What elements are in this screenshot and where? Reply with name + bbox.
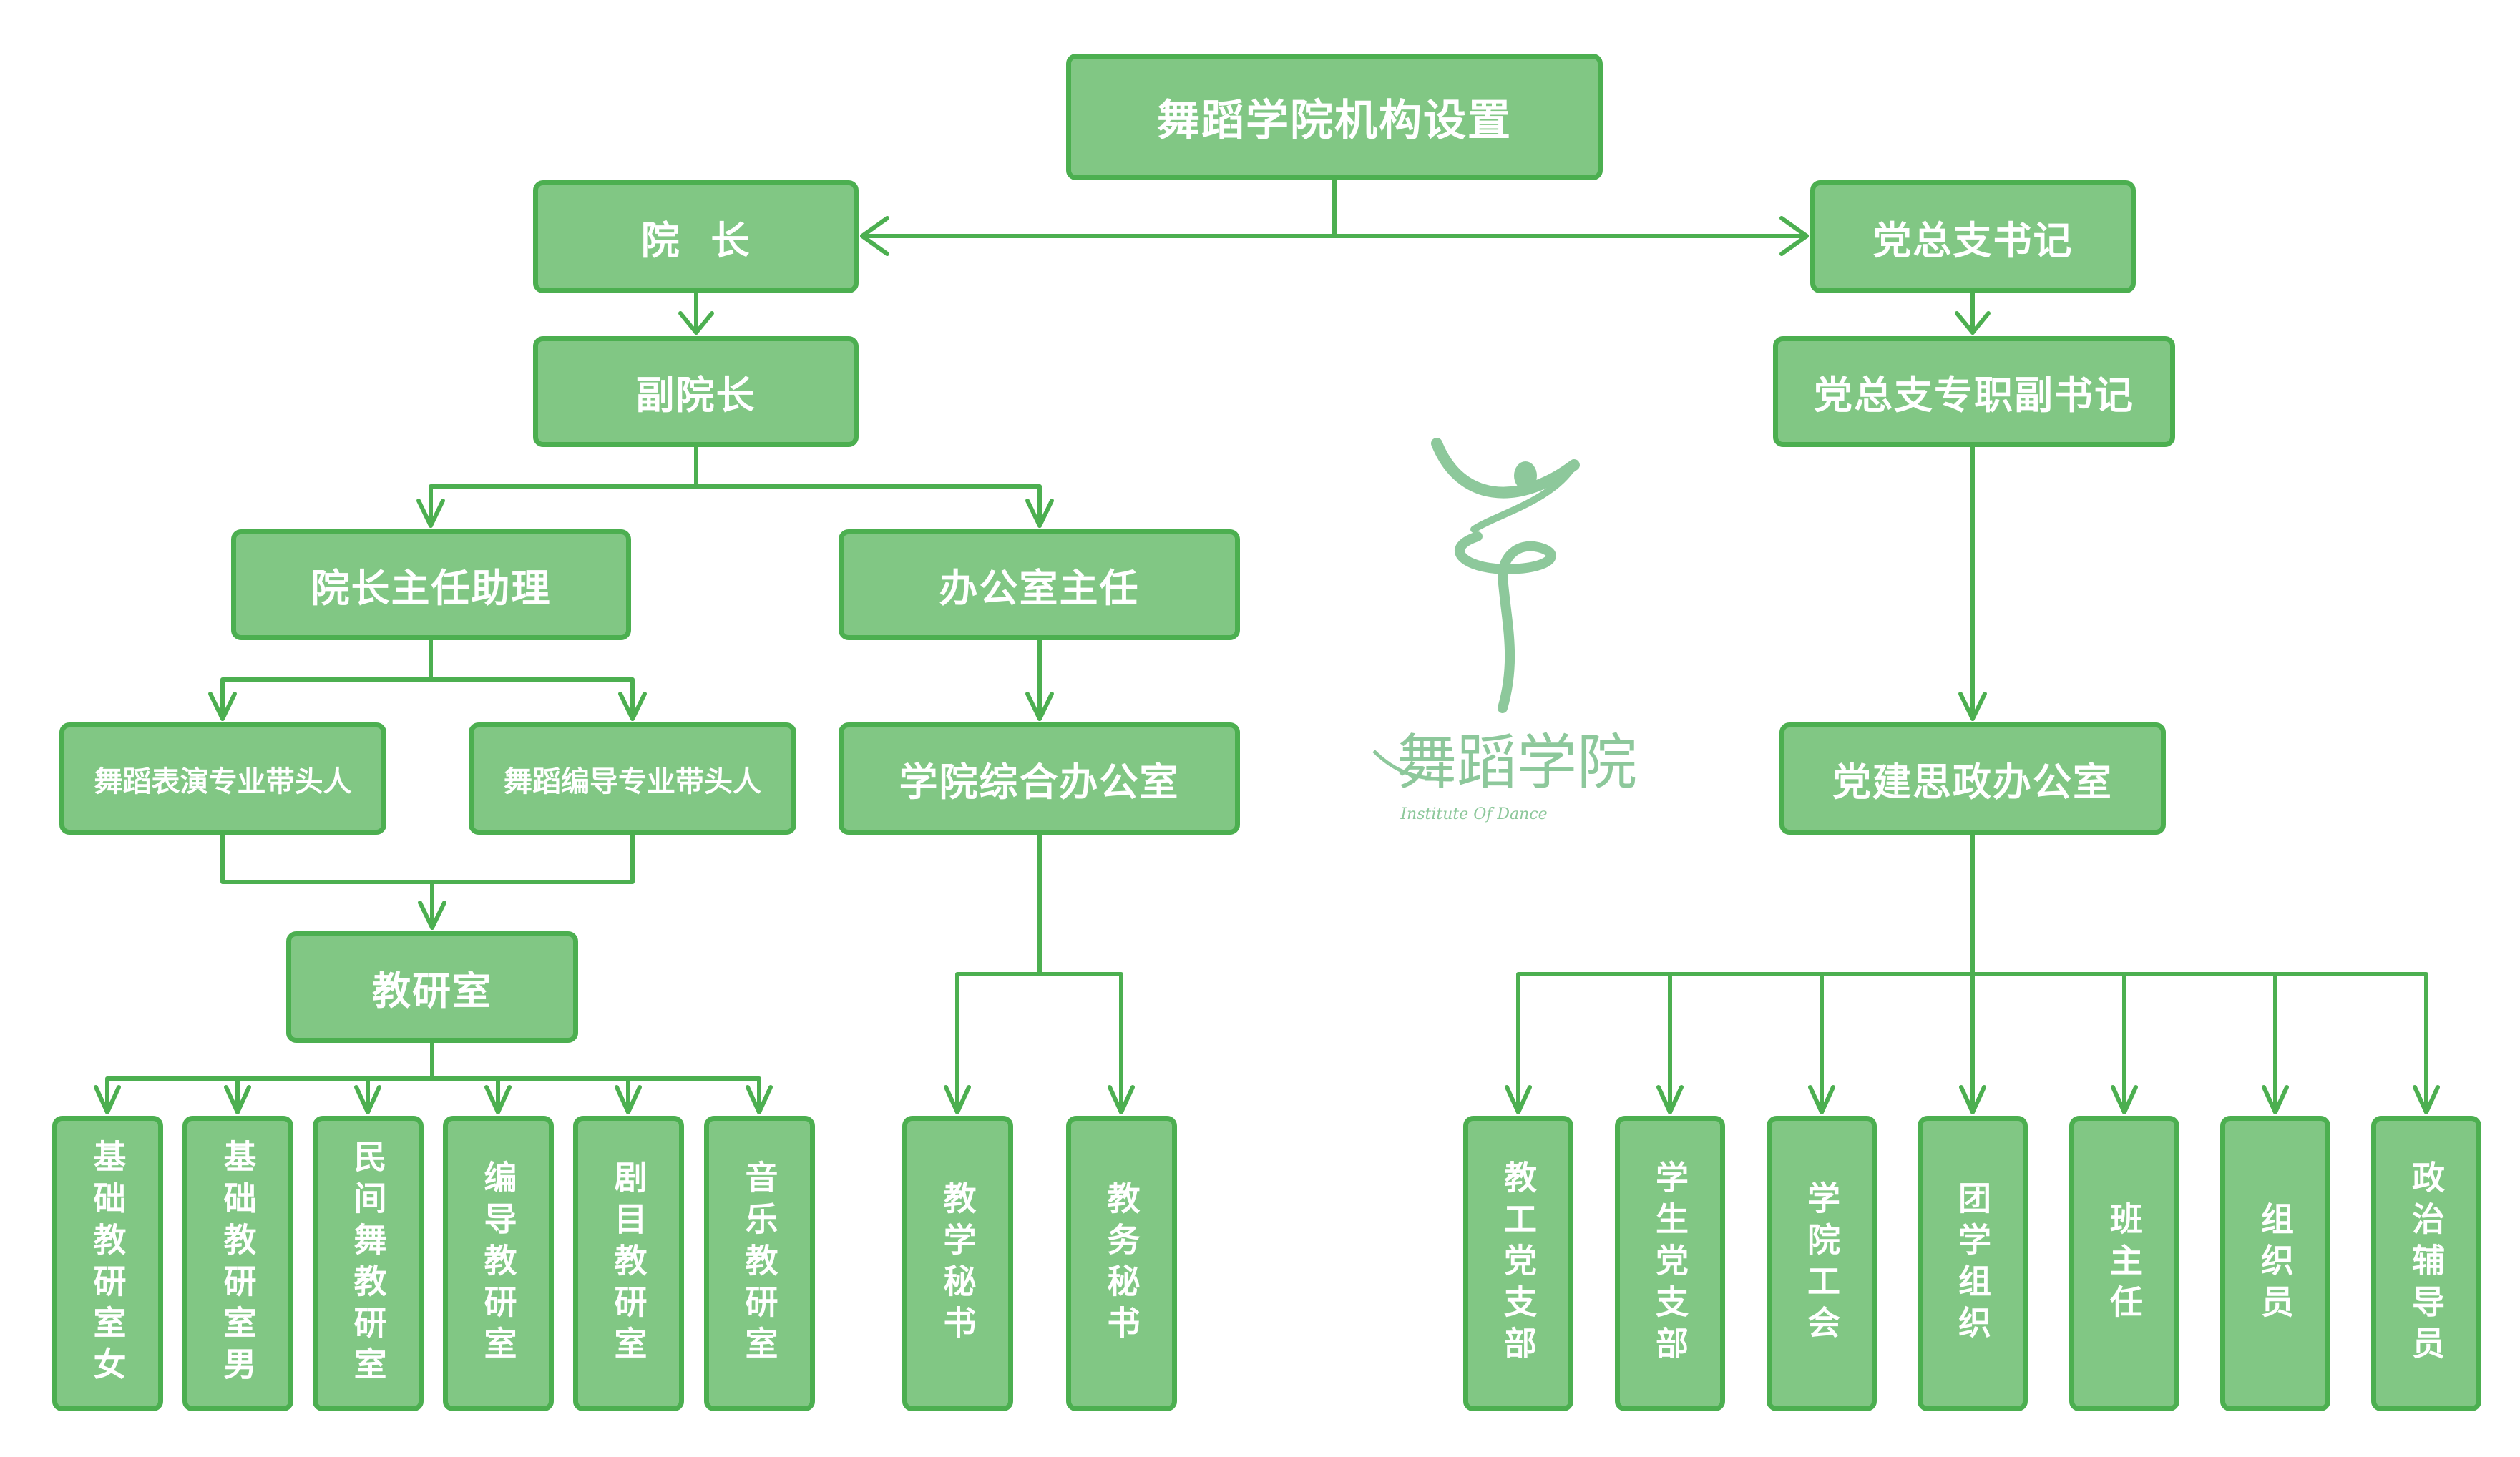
- node-vice-dean: 副院长: [533, 336, 859, 447]
- node-research-room: 基础教研室女: [52, 1116, 163, 1411]
- node-dean-assistant: 院长主任助理: [231, 529, 631, 640]
- dance-institute-logo: 舞蹈学院 Institute Of Dance: [1372, 438, 1637, 823]
- arrowhead-office-director: [1025, 499, 1054, 528]
- node-office-director: 办公室主任: [839, 529, 1240, 640]
- arrowhead-choreography: [618, 692, 647, 721]
- node-research-room: 民间舞教研室: [313, 1116, 424, 1411]
- arrowhead-vice-dean: [678, 311, 714, 335]
- logo-dancer-head: [1514, 461, 1537, 490]
- arrowheads-secretaries: [944, 1085, 1135, 1114]
- arrowhead-performance: [208, 692, 237, 721]
- node-party-unit: 班主任: [2069, 1116, 2179, 1411]
- node-performance-lead: 舞蹈表演专业带头人: [59, 722, 386, 835]
- node-party-office: 党建思政办公室: [1779, 722, 2166, 835]
- node-secretary: 教学秘书: [902, 1116, 1013, 1411]
- node-party-unit: 组织员: [2220, 1116, 2330, 1411]
- node-research-room: 剧目教研室: [573, 1116, 684, 1411]
- node-party-secretary: 党总支书记: [1810, 180, 2136, 293]
- node-party-unit: 团学组织: [1918, 1116, 2028, 1411]
- node-party-unit: 学生党支部: [1615, 1116, 1725, 1411]
- arrowhead-dean: [860, 216, 889, 256]
- node-general-office: 学院综合办公室: [839, 722, 1240, 835]
- node-dean: 院 长: [533, 180, 859, 293]
- arrowhead-teaching-research: [418, 901, 446, 930]
- logo-dancer-body: [1498, 571, 1515, 713]
- logo-dancer-sweep: [1470, 461, 1578, 533]
- arrowhead-party-secretary: [1779, 216, 1809, 256]
- node-research-room: 音乐教研室: [704, 1116, 815, 1411]
- node-teaching-research: 教研室: [286, 931, 578, 1043]
- connector-leads-merge: [220, 833, 635, 930]
- node-secretary: 教务秘书: [1066, 1116, 1177, 1411]
- arrowheads-rooms: [94, 1085, 773, 1114]
- connector-assistant-split: [220, 638, 635, 721]
- node-research-room: 基础教研室男: [182, 1116, 293, 1411]
- arrowheads-party-units: [1505, 1085, 2440, 1114]
- node-deputy-party-secretary: 党总支专职副书记: [1773, 336, 2175, 447]
- arrowhead-general-office: [1025, 692, 1054, 721]
- node-choreography-lead: 舞蹈编导专业带头人: [469, 722, 796, 835]
- connector-vice-split: [429, 445, 1042, 528]
- node-party-unit: 教工党支部: [1463, 1116, 1573, 1411]
- arrowhead-assistant: [416, 499, 445, 528]
- logo-dancer-arms: [1431, 438, 1580, 499]
- logo-name-cn: 舞蹈学院: [1397, 727, 1637, 798]
- logo-dancer-loop: [1455, 531, 1556, 581]
- title-node: 舞蹈学院机构设置: [1066, 54, 1603, 180]
- arrowhead-deputy: [1955, 311, 1991, 335]
- connector-party-units: [1516, 833, 2428, 1114]
- arrowhead-party-office: [1958, 692, 1987, 721]
- node-research-room: 编导教研室: [443, 1116, 554, 1411]
- logo-name-en: Institute Of Dance: [1400, 805, 1547, 823]
- connector-secretaries: [955, 833, 1123, 1114]
- node-party-unit: 学院工会: [1767, 1116, 1877, 1411]
- node-party-unit: 政治辅导员: [2371, 1116, 2481, 1411]
- connector-rooms: [105, 1041, 761, 1114]
- logo-swoosh: [1372, 750, 1453, 782]
